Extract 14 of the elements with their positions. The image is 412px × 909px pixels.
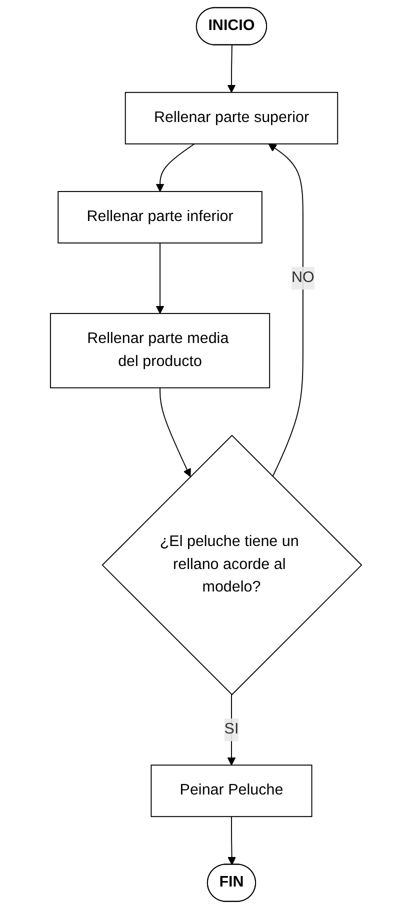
node-box: Peinar Peluche — [150, 764, 312, 818]
arrow — [227, 44, 236, 93]
node-box: Rellenar parte superior — [124, 92, 338, 144]
node-box: Rellenar parte media del producto — [50, 313, 270, 388]
edge-label: SI — [224, 721, 239, 738]
arrow — [156, 242, 164, 314]
node-box: Rellenar parte inferior — [58, 191, 262, 244]
arrow — [160, 387, 191, 477]
arrow — [268, 144, 304, 478]
arrow — [228, 816, 236, 866]
arrow — [227, 694, 236, 766]
node-diamond: ¿El peluche tiene un rellano acorde al modelo? — [102, 434, 362, 696]
arrow — [156, 143, 195, 192]
edge-label: NO — [292, 270, 314, 286]
